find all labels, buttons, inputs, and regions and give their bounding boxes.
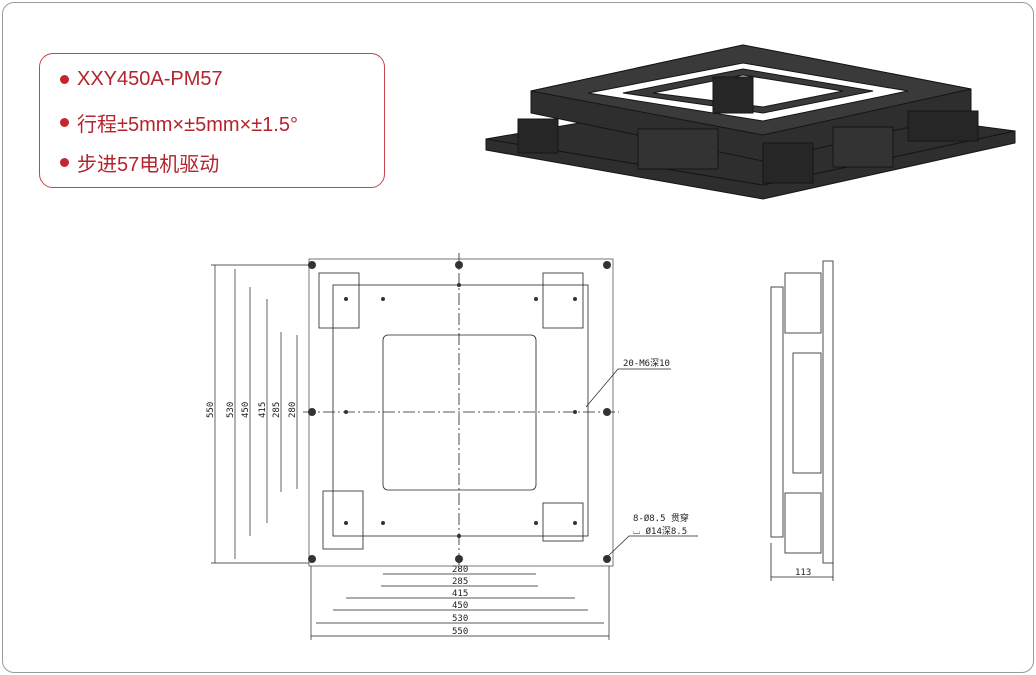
dim-v-415: 415 [258,402,268,418]
stage-3d-image [485,44,1016,200]
tapped-holes-label: 20-M6深10 [623,358,670,369]
dim-h-550: 550 [452,627,468,637]
side-view [770,260,834,581]
dim-side-113: 113 [795,568,811,578]
dim-h-285: 285 [452,577,468,587]
dim-h-280: 280 [452,565,468,575]
dim-v-550: 550 [206,402,216,418]
bullet-icon [60,75,69,84]
horizontal-dimensions [310,566,610,640]
counterbore-label: ⌴ Ø14深8.5 [633,526,687,537]
vertical-dimensions [211,264,309,564]
spec-box: XXY450A-PM57 行程±5mm×±5mm×±1.5° 步进57电机驱动 [39,53,385,188]
top-view [303,253,619,573]
bullet-icon [60,118,69,127]
spec-text: 步进57电机驱动 [77,154,220,176]
drawing: 550 530 450 415 285 280 280 285 415 450 … [206,44,1016,640]
dim-v-280: 280 [288,402,298,418]
spec-text: XXY450A-PM57 [77,68,223,90]
dim-v-530: 530 [226,402,236,418]
dim-h-530: 530 [452,614,468,624]
through-holes-label: 8-Ø8.5 贯穿 [633,512,689,524]
spec-travel: 行程±5mm×±5mm×±1.5° [60,108,298,137]
mount-holes [308,261,611,563]
bullet-icon [60,158,69,167]
spec-drive: 步进57电机驱动 [60,148,219,177]
dim-v-450: 450 [241,402,251,418]
dim-h-450: 450 [452,601,468,611]
spec-text: 行程±5mm×±5mm×±1.5° [77,114,298,136]
callout-lines [585,368,698,559]
dim-h-415: 415 [452,589,468,599]
spec-model: XXY450A-PM57 [60,68,223,91]
dim-v-285: 285 [272,402,282,418]
